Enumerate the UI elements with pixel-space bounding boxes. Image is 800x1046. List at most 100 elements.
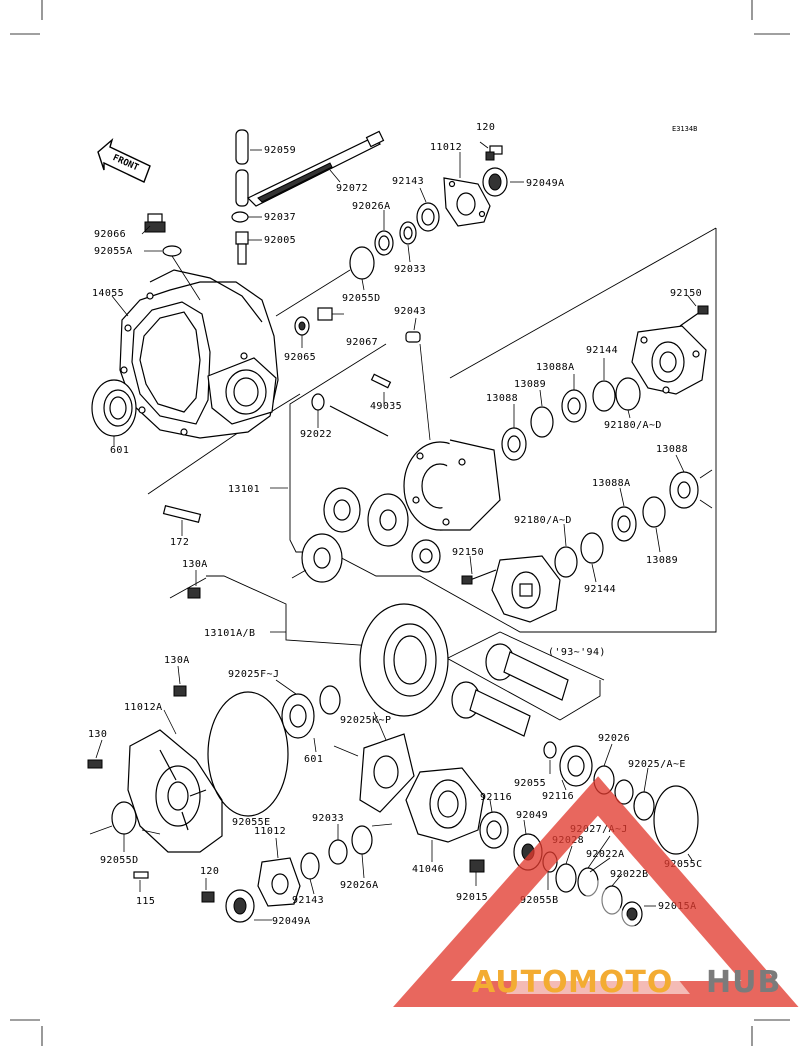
part-label: 115 [136,896,155,907]
bolt-115 [133,871,149,879]
part-label: 11012 [254,826,286,837]
disc [530,406,554,438]
bolt-flange-lower [461,569,497,585]
watermark-text-auto: AUTO [472,965,569,1000]
part-label: 92144 [584,584,616,595]
part-label: 92072 [336,183,368,194]
plate [501,427,527,461]
stud-bolt [317,307,333,321]
differential-flange [631,325,707,395]
bearing-92026 [559,745,593,787]
bearing-92116 [479,811,509,849]
part-label: 92067 [346,337,378,348]
bearing-housing [405,767,485,843]
bolt [485,145,503,161]
part-label: 92033 [394,264,426,275]
part-label: 92180/A~D [604,420,662,431]
crop-marks [10,0,790,1046]
circlip [311,393,325,411]
gear-case-housing [119,269,279,439]
part-label: 92049A [526,178,565,189]
part-label: 92059 [264,145,296,156]
o-ring-92055C [653,785,699,855]
bolt-flange-top [679,305,709,327]
o-ring-large [349,246,375,280]
part-label: 92025K~P [340,715,391,726]
part-label: 120 [200,866,219,877]
drain-plug [144,213,166,233]
part-label: 130A [164,655,190,666]
part-label: 92043 [394,306,426,317]
part-label: 92026A [352,201,391,212]
part-label: 172 [170,537,189,548]
part-label: 92033 [312,813,344,824]
thrust-washer [592,380,616,412]
watermark-text-hub: HUB [706,965,781,1000]
shim-92025 [319,685,341,715]
spacer-lower [328,839,348,865]
bolt-120-lower [201,891,215,903]
nut-92015 [469,859,485,873]
o-ring-92055D [111,801,137,835]
part-label: 14055 [92,288,124,299]
part-label: 13088A [536,362,575,373]
o-ring-92055 [543,741,557,759]
part-label: 92066 [94,229,126,240]
part-label: 92116 [542,791,574,802]
year-note: ('93~'94) [548,647,606,658]
part-label: 92025F~J [228,669,279,680]
part-label: 92022A [586,849,625,860]
stud [162,505,202,523]
friction-plate [561,389,587,423]
cross-shaft [370,373,392,389]
pinion-gears [301,487,441,583]
group-boxes [147,227,717,721]
part-label: 92065 [284,352,316,363]
clamp [231,211,249,223]
pinion-shaft-lower [451,681,531,737]
bearing [91,379,137,437]
oil-seal [482,167,508,197]
ring-gear [359,603,449,717]
o-ring [162,245,182,257]
part-label: 92027/A~J [570,824,628,835]
part-label: 601 [304,754,323,765]
part-label: 92116 [480,792,512,803]
part-label: 92055E [232,817,271,828]
spacer [399,221,417,245]
part-label: 92150 [670,288,702,299]
band-strap [246,130,385,207]
part-label: 41046 [412,864,444,875]
part-label: 11012 [430,142,462,153]
part-label: 92055D [342,293,381,304]
part-label: 92150 [452,547,484,558]
shim-adjust [615,377,641,411]
bearing-cap-lower [257,857,301,907]
part-label: 92026 [598,733,630,744]
part-label: 92144 [586,345,618,356]
bolt-130 [87,759,103,769]
part-label: 92022B [610,869,649,880]
pinion-shaft-upper [485,643,569,701]
part-label: 49035 [370,401,402,412]
part-label: 13088 [486,393,518,404]
diagram-code: E3134B [672,125,697,133]
differential-flange-lower [491,555,561,623]
breather-tube [235,129,249,207]
part-label: 92022 [300,429,332,440]
part-label: 13089 [646,555,678,566]
part-label: 92025/A~E [628,759,686,770]
part-label: 92143 [392,176,424,187]
part-label: 92015 [456,892,488,903]
part-label: 13101A/B [204,628,255,639]
part-label: 130 [88,729,107,740]
shim [374,230,394,256]
part-label: 13089 [514,379,546,390]
seal-lower [300,852,320,880]
watermark-text-moto: MOTO [568,965,673,1000]
shim-lower [351,825,373,855]
fitting [235,231,249,265]
part-label: 92055D [100,855,139,866]
part-label: 92143 [292,895,324,906]
